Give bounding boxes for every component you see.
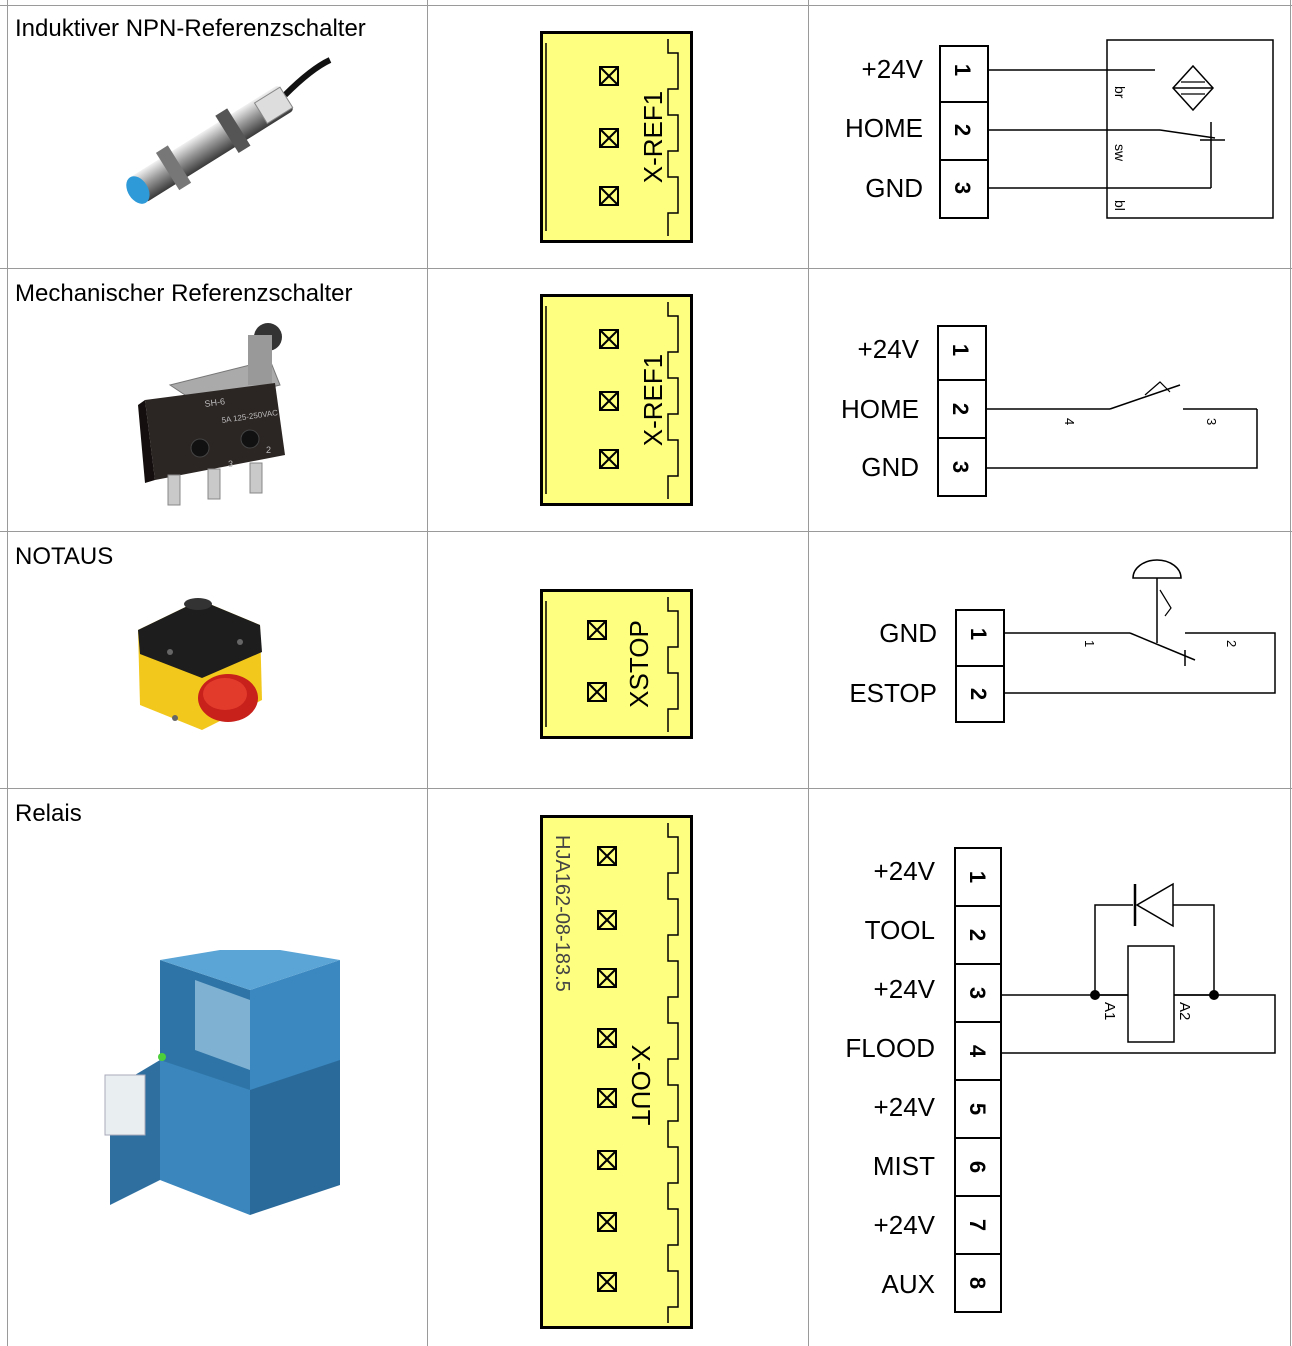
svg-text:HOME: HOME xyxy=(845,113,923,143)
connector-xstop: XSTOP xyxy=(540,589,693,739)
row-divider-1 xyxy=(0,268,1292,269)
svg-text:1: 1 xyxy=(1082,640,1097,647)
connector-x-out: HJA162-08-183.5 X-OUT xyxy=(540,815,693,1329)
svg-text:+24V: +24V xyxy=(874,1092,936,1122)
connector-x-ref1: X-REF1 xyxy=(540,294,693,506)
column-divider-2 xyxy=(808,0,809,1346)
svg-text:2: 2 xyxy=(266,445,271,455)
connector-label: XSTOP xyxy=(624,620,654,708)
svg-text:1: 1 xyxy=(966,628,991,640)
svg-text:+24V: +24V xyxy=(874,856,936,886)
svg-text:2: 2 xyxy=(950,124,975,136)
svg-text:sw: sw xyxy=(1112,144,1128,162)
svg-text:5: 5 xyxy=(965,1103,990,1115)
relay-schematic: +24V TOOL +24V FLOOD +24V MIST +24V AUX … xyxy=(845,847,1276,1313)
svg-text:ESTOP: ESTOP xyxy=(849,678,937,708)
connector-x-ref1: X-REF1 xyxy=(540,31,693,243)
svg-text:+24V: +24V xyxy=(862,54,924,84)
table-border-top xyxy=(0,5,1292,6)
svg-text:1: 1 xyxy=(948,344,973,356)
svg-text:HOME: HOME xyxy=(841,394,919,424)
svg-text:2: 2 xyxy=(948,403,973,415)
svg-text:2: 2 xyxy=(1224,640,1239,647)
emergency-stop-schematic: GND ESTOP 1 2 1 2 xyxy=(849,559,1276,723)
svg-text:A2: A2 xyxy=(1176,1002,1193,1020)
table-border-left xyxy=(7,0,8,1346)
svg-text:SH-6: SH-6 xyxy=(204,396,226,409)
row-title: Induktiver NPN-Referenzschalter xyxy=(15,15,366,42)
connector-label: X-REF1 xyxy=(638,91,668,183)
svg-text:TOOL: TOOL xyxy=(865,915,935,945)
inductive-sensor-image xyxy=(126,57,332,204)
svg-text:GND: GND xyxy=(879,618,937,648)
svg-text:+24V: +24V xyxy=(858,334,920,364)
svg-text:1: 1 xyxy=(965,871,990,883)
row-divider-2 xyxy=(0,531,1292,532)
svg-text:8: 8 xyxy=(965,1277,990,1289)
svg-text:+24V: +24V xyxy=(874,1210,936,1240)
connector-label: X-OUT xyxy=(626,1045,656,1126)
svg-text:6: 6 xyxy=(965,1161,990,1173)
row-divider-3 xyxy=(0,788,1292,789)
svg-text:2: 2 xyxy=(965,929,990,941)
svg-text:1: 1 xyxy=(950,64,975,76)
svg-text:3: 3 xyxy=(1204,418,1219,425)
mechanical-switch-schematic: +24V HOME GND 1 2 3 4 3 xyxy=(841,325,1258,497)
svg-text:GND: GND xyxy=(865,173,923,203)
svg-text:FLOOD: FLOOD xyxy=(845,1033,935,1063)
svg-text:3: 3 xyxy=(948,461,973,473)
column-divider-1 xyxy=(427,0,428,1346)
svg-text:3: 3 xyxy=(965,987,990,999)
row-title: Mechanischer Referenzschalter xyxy=(15,280,353,307)
svg-text:3: 3 xyxy=(950,182,975,194)
connector-part-number: HJA162-08-183.5 xyxy=(551,835,573,992)
svg-text:7: 7 xyxy=(965,1219,990,1231)
svg-text:MIST: MIST xyxy=(873,1151,935,1181)
svg-text:br: br xyxy=(1112,86,1128,99)
row-title: NOTAUS xyxy=(15,543,114,570)
svg-text:+24V: +24V xyxy=(874,974,936,1004)
svg-text:4: 4 xyxy=(1062,418,1077,425)
svg-text:AUX: AUX xyxy=(882,1269,935,1299)
inductive-sensor-schematic: +24V HOME GND 1 2 3 br sw bl xyxy=(845,39,1274,219)
svg-text:2: 2 xyxy=(966,688,991,700)
emergency-stop-image xyxy=(138,598,262,730)
svg-text:bl: bl xyxy=(1112,200,1128,211)
svg-text:4: 4 xyxy=(965,1045,990,1058)
svg-text:GND: GND xyxy=(861,452,919,482)
table-border-right xyxy=(1290,0,1291,1346)
row-title: Relais xyxy=(15,800,82,827)
svg-text:3: 3 xyxy=(228,459,233,469)
mechanical-switch-image: SH-6 5A 125-250VAC 3 2 xyxy=(138,323,285,506)
svg-text:A1: A1 xyxy=(1101,1002,1118,1020)
relay-image xyxy=(104,950,340,1215)
connector-label: X-REF1 xyxy=(638,354,668,446)
